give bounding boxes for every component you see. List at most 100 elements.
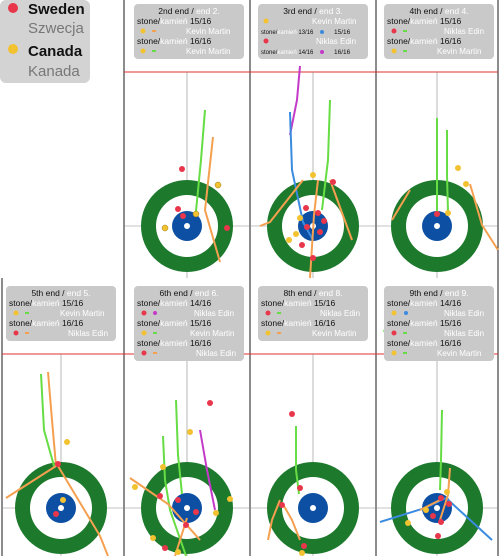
red-stone-icon	[141, 350, 147, 356]
red-stone-icon	[391, 28, 397, 34]
yellow-stone-icon	[141, 330, 147, 336]
end-label-box	[384, 286, 494, 361]
orange-stone-path	[391, 189, 411, 221]
player-name: Niklas Edin	[444, 329, 484, 338]
team1-stone-icon	[8, 3, 18, 13]
orange-stone-path	[203, 136, 221, 263]
panel-end-3: 3rd end / end 3. Kevin Martin stone/kami…	[250, 4, 376, 279]
end-title: 2nd end	[158, 6, 189, 16]
red-stone	[330, 179, 336, 185]
end-title-alt: end 5.	[67, 288, 91, 298]
end-title: 3rd end	[283, 6, 312, 16]
yellow-stone	[455, 165, 461, 171]
orange-stone-path	[419, 499, 441, 511]
panel-end-5: 5th end / end 5. stone/kamień 15/16 Kevi…	[2, 286, 124, 556]
red-stone	[310, 255, 316, 261]
green-stone-path	[321, 99, 331, 211]
end-title-alt: end 4.	[445, 6, 469, 16]
player-name: Niklas Edin	[316, 37, 356, 46]
end-title-alt: end 2.	[196, 6, 220, 16]
red-stone-icon	[263, 38, 269, 44]
end-label-box	[384, 4, 494, 59]
end-label-box	[134, 286, 244, 361]
red-stone	[299, 242, 305, 248]
svg-text:stone/kamień 13/16: stone/kamień 13/16	[261, 30, 314, 36]
yellow-stone	[187, 429, 193, 435]
house-button	[310, 505, 316, 511]
blue-path-icon	[320, 30, 324, 34]
yellow-stone-icon	[140, 48, 146, 54]
svg-text:stone/kamień 15/16: stone/kamień 15/16	[9, 298, 83, 308]
end-title: 9th end	[409, 288, 438, 298]
green-path-icon	[403, 352, 407, 354]
player-name: Kevin Martin	[186, 27, 230, 36]
orange-stone-path	[267, 499, 281, 541]
green-stone-path	[446, 130, 449, 213]
player-name: Kevin Martin	[60, 309, 104, 318]
red-stone-icon	[265, 310, 271, 316]
team-legend: Sweden Szwecja Canada Kanada	[0, 0, 90, 83]
red-stone	[301, 543, 307, 549]
yellow-stone-icon	[391, 350, 397, 356]
red-stone	[315, 210, 321, 216]
svg-text:stone/kamień 15/16: stone/kamień 15/16	[137, 318, 211, 328]
panel-end-6: 6th end / end 6. stone/kamień 14/16 Nikl…	[124, 286, 250, 556]
yellow-stone	[297, 215, 303, 221]
svg-text:3rd end / end 3.: 3rd end / end 3.	[283, 6, 343, 16]
orange-stone-path	[329, 179, 353, 241]
purple-path-icon	[320, 50, 324, 54]
red-stone	[53, 511, 59, 517]
red-stone	[193, 509, 199, 515]
red-stone	[438, 519, 444, 525]
orange-stone-path	[283, 505, 301, 541]
yellow-stone-icon	[265, 330, 271, 336]
end-title: 6th end	[159, 288, 188, 298]
player-name: Kevin Martin	[186, 47, 230, 56]
green-path-icon	[153, 332, 157, 334]
svg-text:stone/kamień 14/16: stone/kamień 14/16	[137, 298, 211, 308]
yellow-stone	[132, 484, 138, 490]
end-title-alt: end 9.	[445, 288, 469, 298]
svg-text:stone/kamień 15/16: stone/kamień 15/16	[137, 16, 211, 26]
red-stone-icon	[141, 310, 147, 316]
purple-path-icon	[153, 311, 157, 315]
yellow-stone	[175, 549, 181, 555]
green-path-icon	[152, 50, 156, 52]
yellow-stone	[310, 172, 316, 178]
red-stone	[179, 166, 185, 172]
team2-name: Canada	[28, 43, 83, 60]
red-stone	[175, 206, 181, 212]
svg-text:stone/kamień 15/16: stone/kamień 15/16	[261, 298, 335, 308]
red-stone	[180, 213, 186, 219]
yellow-stone	[161, 224, 169, 232]
orange-stone-path	[47, 371, 57, 467]
red-stone	[175, 497, 181, 503]
end-title-alt: end 8.	[319, 288, 343, 298]
yellow-stone-icon	[263, 18, 269, 24]
legend-box	[0, 0, 90, 83]
orange-stone-path	[57, 465, 109, 556]
green-stone-path	[195, 109, 206, 212]
svg-text:4th end / end 4.: 4th end / end 4.	[409, 6, 468, 16]
player-name: Niklas Edin	[444, 309, 484, 318]
player-name: Niklas Edin	[68, 329, 108, 338]
orange-path-icon	[152, 30, 156, 32]
player-name: Niklas Edin	[320, 309, 360, 318]
shot-num: 15/16	[334, 29, 351, 36]
end-label-box	[258, 286, 368, 341]
svg-text:stone/kamień 16/16: stone/kamień 16/16	[387, 36, 461, 46]
yellow-stone	[405, 520, 411, 526]
red-stone	[55, 461, 61, 467]
svg-text:8th end / end 8.: 8th end / end 8.	[283, 288, 342, 298]
end-title: 4th end	[409, 6, 438, 16]
team1-name: Sweden	[28, 1, 85, 18]
yellow-stone	[150, 535, 156, 541]
blue-stone-path	[289, 111, 314, 241]
house-button	[434, 223, 440, 229]
house-button	[184, 223, 190, 229]
green-stone-path	[40, 373, 55, 467]
panel-end-8: 8th end / end 8. stone/kamień 15/16 Nikl…	[250, 286, 376, 556]
end-title: 5th end	[31, 288, 60, 298]
